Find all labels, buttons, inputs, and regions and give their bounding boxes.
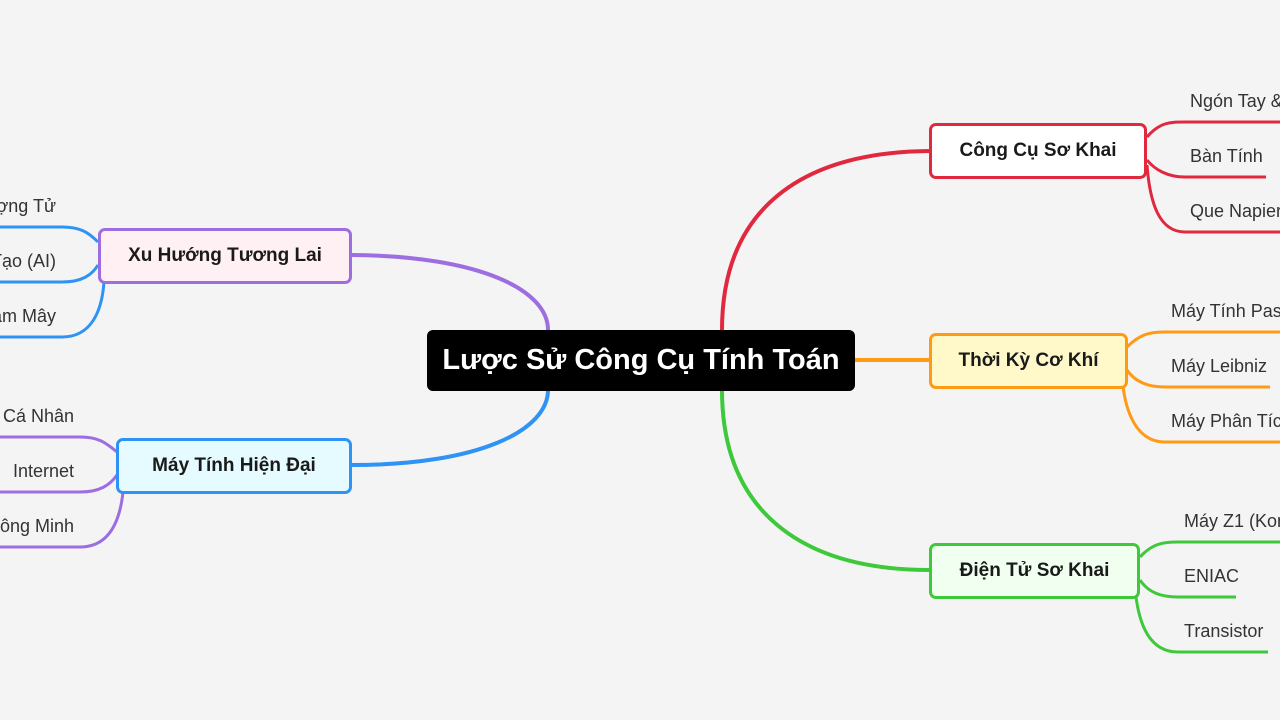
leaf-modern-1[interactable]: Cá Nhân bbox=[2, 406, 74, 426]
leaf-early-tools-2[interactable]: Bàn Tính bbox=[1190, 146, 1263, 166]
branch-early-tools-label: Công Cụ Sơ Khai bbox=[959, 140, 1117, 161]
link-root-early-tools bbox=[720, 149, 932, 332]
link-mechanical-leaf-1 bbox=[1125, 330, 1280, 349]
link-future-leaf-3 bbox=[0, 281, 106, 339]
leaf-early-electronic-1[interactable]: Máy Z1 (Kon bbox=[1184, 511, 1280, 531]
branch-mechanical-label: Thời Kỳ Cơ Khí bbox=[958, 350, 1099, 371]
branch-modern-label: Máy Tính Hiện Đại bbox=[152, 455, 316, 476]
link-mechanical-leaf-3 bbox=[1120, 376, 1280, 444]
leaf-early-electronic-3[interactable]: Transistor bbox=[1184, 621, 1264, 641]
leaf-future-2[interactable]: Tạo (AI) bbox=[0, 251, 56, 271]
link-modern-leaf-2 bbox=[0, 474, 119, 494]
branch-early-tools[interactable]: Công Cụ Sơ Khai bbox=[929, 123, 1147, 179]
link-early-electronic-leaf-2 bbox=[1138, 579, 1236, 599]
link-early-tools-leaf-3 bbox=[1145, 164, 1280, 234]
link-mechanical-leaf-2 bbox=[1125, 369, 1270, 389]
leaf-mechanical-2[interactable]: Máy Leibniz bbox=[1171, 356, 1268, 376]
link-future-leaf-2 bbox=[0, 264, 100, 284]
leaf-modern-3[interactable]: ông Minh bbox=[0, 516, 74, 536]
link-early-tools-leaf-2 bbox=[1145, 159, 1266, 179]
link-early-electronic-leaf-1 bbox=[1138, 540, 1280, 559]
branch-early-electronic[interactable]: Điện Tử Sơ Khai bbox=[929, 543, 1140, 599]
link-future-leaf-1 bbox=[0, 225, 100, 244]
branch-modern[interactable]: Máy Tính Hiện Đại bbox=[116, 438, 352, 494]
leaf-future-1[interactable]: ợng Tử bbox=[0, 196, 56, 216]
leaf-modern-2[interactable]: Internet bbox=[12, 461, 74, 481]
root-node[interactable]: Lược Sử Công Cụ Tính Toán bbox=[427, 330, 855, 391]
branch-mechanical[interactable]: Thời Kỳ Cơ Khí bbox=[929, 333, 1128, 389]
link-early-tools-leaf-1 bbox=[1145, 120, 1280, 138]
leaf-mechanical-3[interactable]: Máy Phân Tíc bbox=[1171, 411, 1280, 431]
leaf-early-tools-3[interactable]: Que Napier bbox=[1190, 201, 1280, 221]
branch-early-electronic-label: Điện Tử Sơ Khai bbox=[959, 560, 1110, 581]
root-label: Lược Sử Công Cụ Tính Toán bbox=[442, 344, 840, 376]
leaf-mechanical-1[interactable]: Máy Tính Pas bbox=[1171, 301, 1280, 321]
leaf-early-electronic-2[interactable]: ENIAC bbox=[1184, 566, 1240, 586]
branch-future[interactable]: Xu Hướng Tương Lai bbox=[98, 228, 352, 284]
branch-future-label: Xu Hướng Tương Lai bbox=[128, 245, 322, 266]
link-root-future bbox=[350, 253, 550, 332]
link-modern-leaf-1 bbox=[0, 435, 118, 454]
link-modern-leaf-3 bbox=[0, 491, 125, 549]
link-root-modern bbox=[350, 388, 550, 467]
leaf-early-tools-1[interactable]: Ngón Tay & bbox=[1190, 91, 1280, 111]
link-early-electronic-leaf-3 bbox=[1133, 586, 1268, 654]
link-root-early-electronic bbox=[720, 388, 932, 572]
leaf-future-3[interactable]: ám Mây bbox=[0, 306, 56, 326]
